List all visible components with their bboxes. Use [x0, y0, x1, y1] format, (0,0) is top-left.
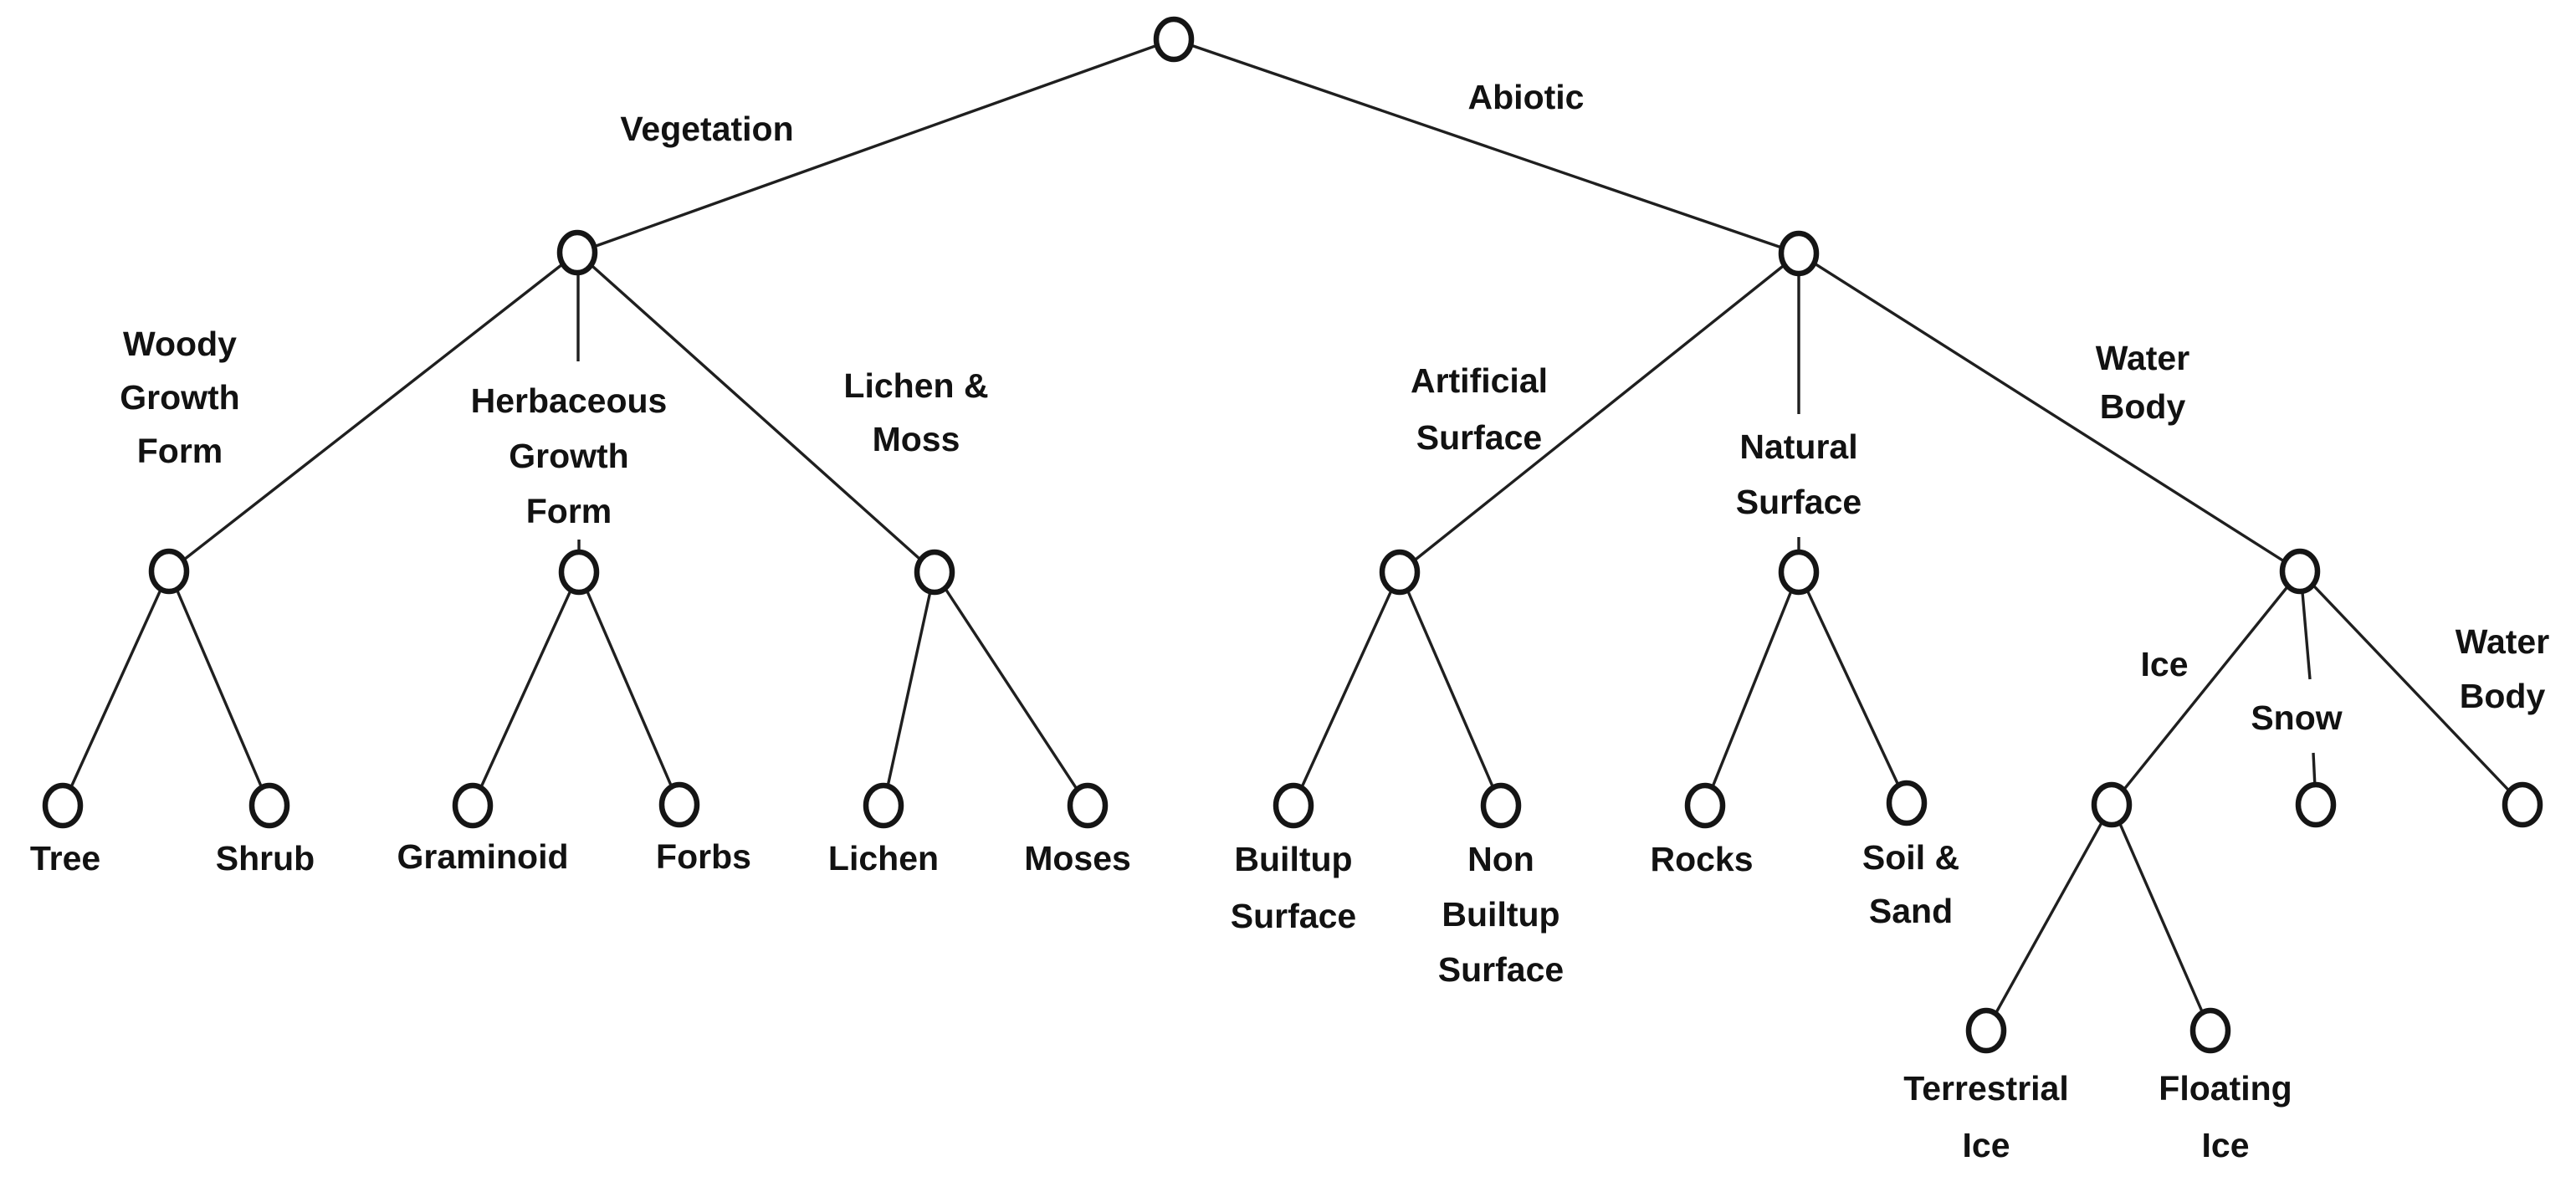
- edge-woody-growth-form-tree: [61, 570, 171, 806]
- tree-node-woody-growth-form: [148, 548, 190, 595]
- edge-lichen-moss-lichen: [882, 571, 936, 806]
- node-label-shrub-line-1: Shrub: [216, 839, 315, 877]
- node-label-terrestrial-ice-line-2: Ice: [1963, 1126, 2010, 1164]
- edge-natural-surface-rocks: [1703, 571, 1800, 806]
- node-label-herbaceous-growth-form-line-3: Form: [526, 492, 612, 530]
- edge-water-body-snow-upper: [2301, 591, 2312, 680]
- tree-node-shrub: [248, 782, 290, 829]
- edge-abiotic-water-body: [1798, 252, 2301, 573]
- tree-node-non-builtup-surface: [1480, 782, 1522, 829]
- node-label-builtup-surface-line-2: Surface: [1231, 897, 1356, 935]
- tree-node-forbs: [658, 781, 700, 828]
- node-label-water-body-leaf-line-2: Body: [2460, 677, 2546, 715]
- tree-node-water-body: [2279, 548, 2321, 595]
- edge-root-vegetation: [576, 38, 1175, 254]
- tree-node-soil-sand: [1886, 780, 1928, 826]
- node-label-abiotic-line-1: Abiotic: [1468, 78, 1585, 116]
- tree-node-natural-surface: [1778, 549, 1820, 596]
- edge-water-body-ice: [2110, 570, 2302, 806]
- tree-node-root: [1153, 16, 1195, 63]
- node-label-soil-sand-line-2: Sand: [1869, 892, 1953, 930]
- tree-node-floating-ice: [2189, 1007, 2231, 1054]
- tree-node-vegetation: [556, 229, 598, 276]
- tree-node-water-body-leaf: [2502, 781, 2543, 828]
- node-label-herbaceous-growth-form-line-2: Growth: [509, 437, 628, 475]
- edge-ice-terrestrial-ice: [1984, 804, 2113, 1031]
- node-label-builtup-surface-line-1: Builtup: [1234, 840, 1352, 878]
- node-label-water-body-branch-line-1: Water: [2096, 339, 2189, 377]
- node-label-snow-line-1: Snow: [2251, 698, 2342, 737]
- node-label-vegetation-line-1: Vegetation: [620, 110, 793, 148]
- node-label-lichen-moss-line-1: Lichen &: [843, 366, 988, 405]
- node-label-rocks-line-1: Rocks: [1650, 840, 1753, 878]
- edge-natural-surface-soil-sand: [1797, 571, 1908, 804]
- node-label-non-builtup-surface-line-3: Surface: [1438, 950, 1564, 989]
- edge-vegetation-lichen-moss: [576, 251, 936, 574]
- node-label-floating-ice-line-2: Ice: [2202, 1126, 2250, 1164]
- node-label-lichen-moss-line-2: Moss: [873, 420, 960, 458]
- node-label-floating-ice-line-1: Floating: [2159, 1069, 2292, 1108]
- node-label-woody-growth-form-line-3: Form: [137, 432, 223, 470]
- tree-node-lichen-moss: [914, 549, 955, 596]
- node-label-artificial-surface-line-2: Surface: [1416, 418, 1542, 457]
- node-label-artificial-surface-line-1: Artificial: [1411, 361, 1548, 400]
- node-label-water-body-leaf-line-1: Water: [2456, 622, 2549, 661]
- tree-node-tree: [42, 782, 84, 829]
- node-label-non-builtup-surface-line-1: Non: [1467, 840, 1534, 878]
- edge-herbaceous-growth-form-graminoid: [471, 571, 581, 806]
- edge-root-abiotic: [1173, 38, 1800, 255]
- edge-water-body-water-body-leaf: [2298, 570, 2524, 806]
- node-label-natural-surface-line-2: Surface: [1736, 483, 1862, 521]
- tree-node-builtup-surface: [1273, 782, 1314, 829]
- node-label-tree-line-1: Tree: [30, 839, 100, 877]
- tree-node-herbaceous-growth-form: [558, 549, 600, 596]
- node-label-soil-sand-line-1: Soil &: [1862, 838, 1959, 877]
- tree-node-graminoid: [452, 782, 494, 829]
- tree-node-abiotic: [1778, 230, 1820, 277]
- node-label-ice-branch-line-1: Ice: [2141, 645, 2189, 683]
- tree-node-artificial-surface: [1379, 549, 1421, 596]
- node-label-terrestrial-ice-line-1: Terrestrial: [1903, 1069, 2069, 1108]
- edge-artificial-surface-non-builtup-surface: [1398, 571, 1503, 806]
- edge-vegetation-woody-growth-form: [167, 251, 579, 573]
- edge-ice-floating-ice: [2110, 804, 2212, 1031]
- edge-lichen-moss-moses: [933, 571, 1089, 806]
- node-label-forbs-line-1: Forbs: [656, 837, 751, 876]
- node-label-graminoid-line-1: Graminoid: [397, 837, 568, 876]
- node-label-non-builtup-surface-line-2: Builtup: [1442, 895, 1559, 934]
- node-label-natural-surface-line-1: Natural: [1739, 427, 1857, 466]
- tree-node-snow: [2295, 781, 2337, 828]
- edge-abiotic-artificial-surface: [1398, 252, 1800, 574]
- node-label-water-body-branch-line-2: Body: [2100, 387, 2186, 426]
- tree-node-lichen: [863, 782, 904, 829]
- edge-herbaceous-growth-form-forbs: [577, 571, 681, 806]
- tree-node-rocks: [1684, 782, 1726, 829]
- node-label-moses-line-1: Moses: [1024, 839, 1131, 877]
- node-label-herbaceous-growth-form-line-1: Herbaceous: [471, 381, 668, 420]
- tree-node-ice: [2091, 781, 2133, 828]
- edge-artificial-surface-builtup-surface: [1292, 571, 1401, 806]
- edge-woody-growth-form-shrub: [167, 570, 271, 806]
- node-label-lichen-line-1: Lichen: [828, 839, 939, 877]
- tree-node-moses: [1067, 782, 1109, 829]
- tree-node-terrestrial-ice: [1965, 1007, 2007, 1054]
- node-label-woody-growth-form-line-2: Growth: [120, 378, 239, 417]
- node-label-woody-growth-form-line-1: Woody: [123, 325, 237, 363]
